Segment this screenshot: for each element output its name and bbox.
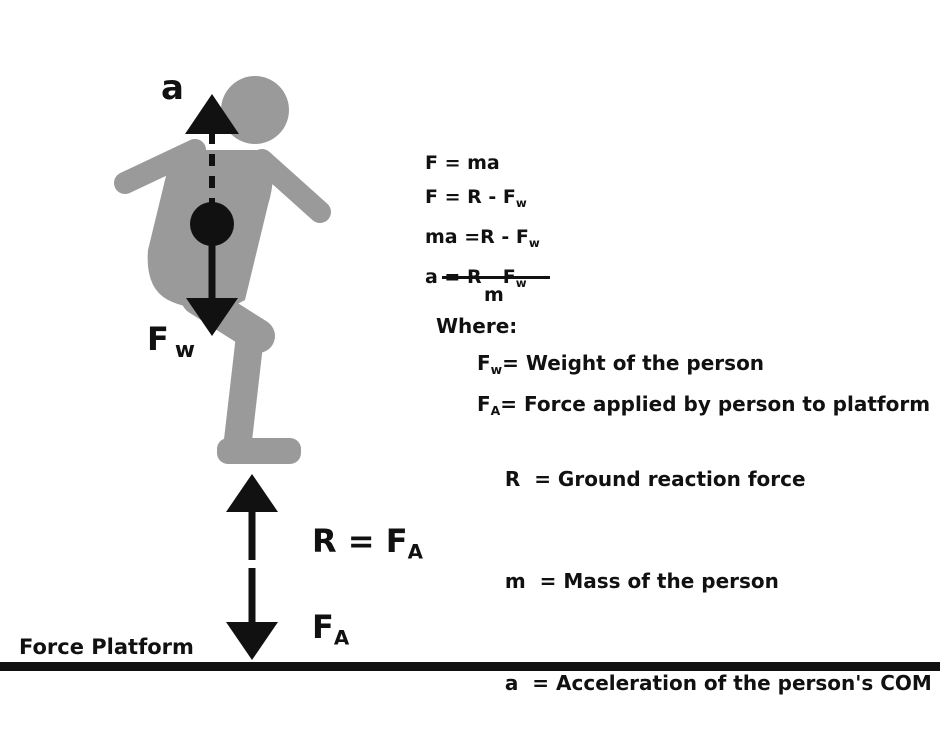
definition-item: FA= Force applied by person to platform [477,391,931,418]
definition-item: R = Ground reaction force [504,466,806,491]
equation-block: F = ma F = R - Fw ma =R - Fw a = R - Fw [425,146,540,299]
definition-item: m = Mass of the person [504,568,779,593]
reaction-arrowhead [226,474,278,512]
force-platform-label: Force Platform [19,635,194,659]
person-head [221,76,289,144]
applied-arrowhead [226,622,278,660]
definitions-list: Fw= Weight of the person FA= Force appli… [477,346,932,734]
center-of-mass-marker [190,202,234,246]
force-platform-surface [0,662,940,671]
acceleration-label: a [161,68,184,108]
applied-force-label: FA [312,608,350,650]
diagram-canvas [0,76,940,671]
acceleration-arrow [185,94,239,205]
person-shin [224,322,264,454]
equation-line: a = R - Fw [425,265,527,290]
fraction-denominator: m [484,284,504,306]
person-silhouette [114,76,331,464]
acceleration-arrowhead [185,94,239,134]
reaction-force-arrow [226,474,278,560]
fraction-bar [442,276,550,279]
where-heading: Where: [436,314,518,338]
reaction-force-label: R = FA [312,522,423,564]
weight-arrowhead [186,298,238,336]
person-foot [217,438,301,464]
equation-line: F = ma [425,152,500,174]
definition-item: a = Acceleration of the person's COM [504,670,932,695]
equation-line: F = R - Fw [425,186,527,210]
weight-arrow [186,244,238,336]
definition-item: Fw= Weight of the person [477,351,765,377]
equation-line: ma =R - Fw [425,225,540,250]
applied-force-arrow [226,568,278,660]
